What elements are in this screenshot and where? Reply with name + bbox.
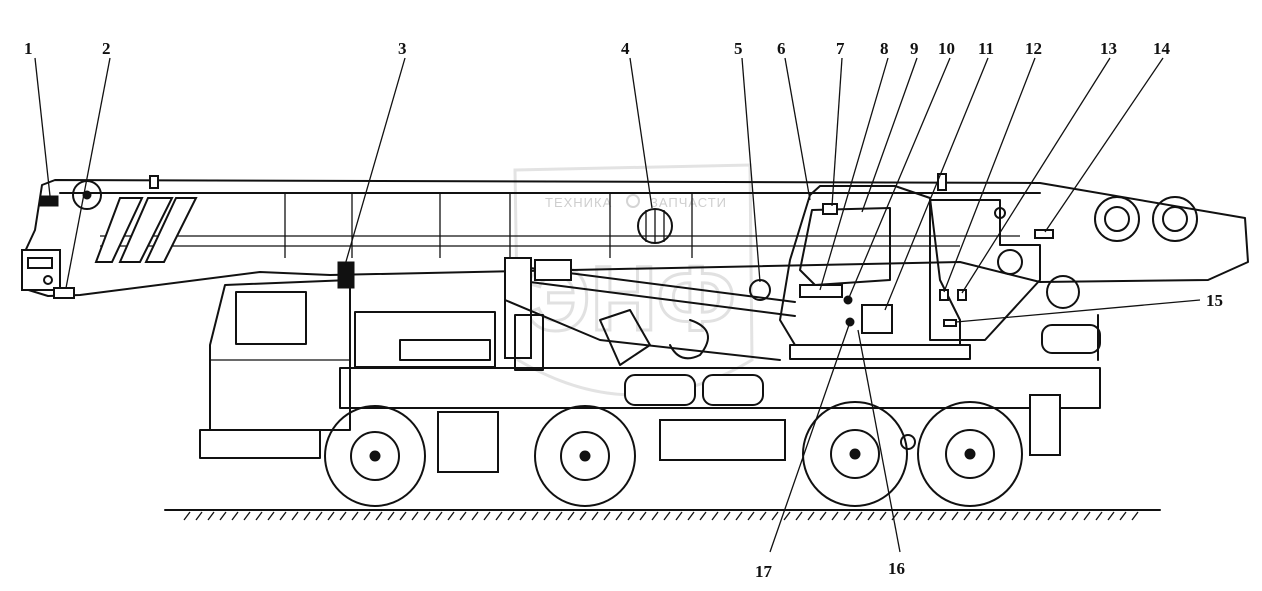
- callout-12: 12: [1025, 39, 1042, 58]
- callout-8: 8: [880, 39, 889, 58]
- ground: [164, 509, 1161, 521]
- callout-11: 11: [978, 39, 994, 58]
- wheel-2: [534, 405, 636, 507]
- wheel-3: [802, 401, 908, 507]
- leader-lines: [34, 57, 1201, 553]
- callout-3: 3: [398, 39, 407, 58]
- telescopic-boom: [21, 173, 1249, 299]
- callout-6: 6: [777, 39, 786, 58]
- callout-15: 15: [1206, 291, 1223, 310]
- callout-17: 17: [755, 562, 773, 581]
- callout-10: 10: [938, 39, 955, 58]
- callout-13: 13: [1100, 39, 1117, 58]
- callout-2: 2: [102, 39, 111, 58]
- callout-14: 14: [1153, 39, 1171, 58]
- callout-1: 1: [24, 39, 33, 58]
- gear-icon: [626, 194, 640, 208]
- wheel-4: [917, 401, 1023, 507]
- watermark-caption-left: ТЕХНИКА: [545, 195, 612, 210]
- luffing-cylinder-and-hook: [504, 257, 796, 366]
- truck-chassis: [199, 261, 1101, 473]
- wheels: [324, 401, 1023, 507]
- callout-16: 16: [888, 559, 905, 578]
- callout-7: 7: [836, 39, 845, 58]
- crane-cabin: [749, 185, 1101, 361]
- wheel-1: [324, 405, 426, 507]
- callout-9: 9: [910, 39, 919, 58]
- callout-labels: 1 2 3 4 5 6 7 8 9 10 11 12 13 14 15 16 1…: [24, 39, 1223, 581]
- callout-5: 5: [734, 39, 743, 58]
- watermark-caption-right: ЗАПЧАСТИ: [650, 195, 727, 210]
- winch-drums: [1034, 196, 1198, 242]
- callout-4: 4: [621, 39, 630, 58]
